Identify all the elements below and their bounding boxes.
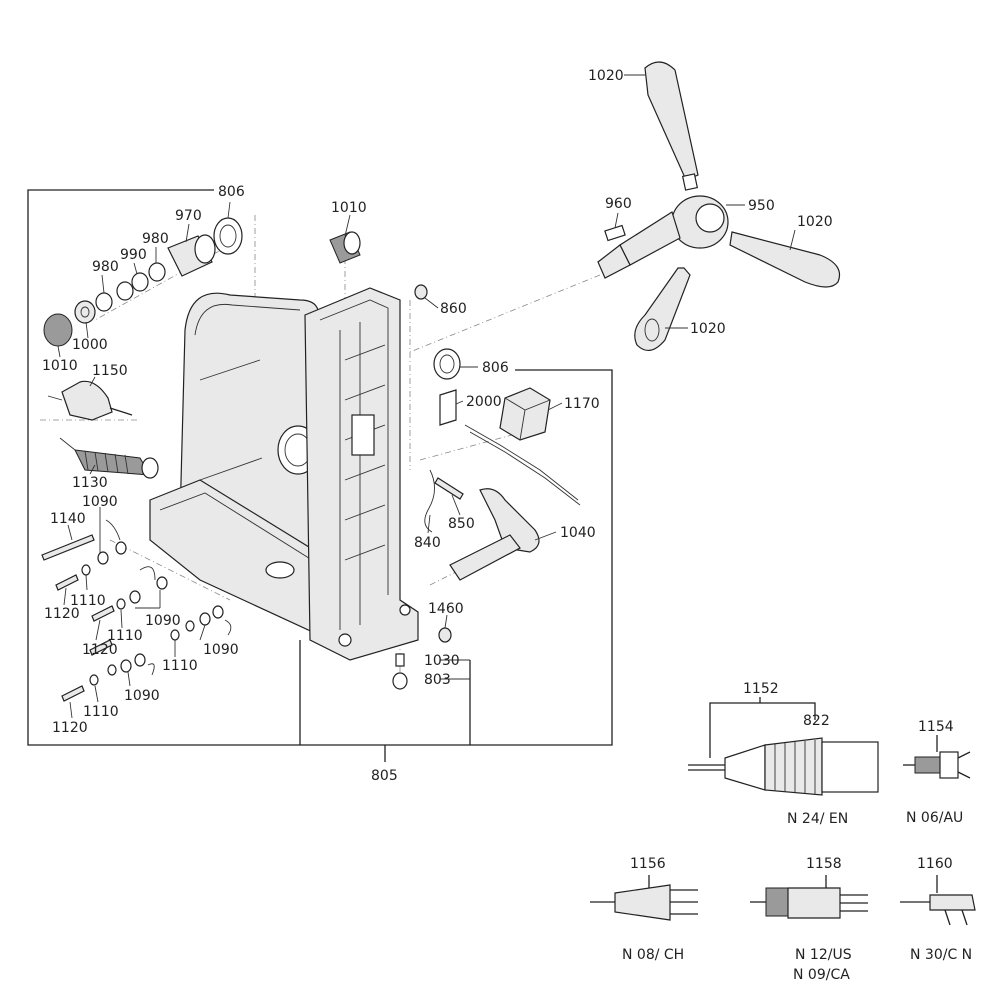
label-1020-right: 1020: [797, 214, 833, 230]
cable-1152: [688, 697, 879, 796]
caption-en: N 24/ EN: [787, 811, 848, 827]
label-1120-b: 1120: [82, 642, 118, 658]
handle-1020-top: [644, 61, 699, 191]
caption-ca: N 09/CA: [793, 967, 850, 983]
grommet-1010-left: [43, 313, 73, 347]
caption-ch: N 08/ CH: [622, 947, 684, 963]
label-1152: 1152: [743, 681, 779, 697]
label-806-mid: 806: [482, 360, 509, 376]
clamp-lever-1040: [449, 488, 540, 581]
pin-1030: [395, 653, 405, 667]
label-850: 850: [448, 516, 475, 532]
label-1160: 1160: [917, 856, 953, 872]
caption-cn: N 30/C N: [910, 947, 972, 963]
label-1110-c: 1110: [162, 658, 198, 674]
label-1090-d: 1090: [124, 688, 160, 704]
label-1000: 1000: [72, 337, 108, 353]
label-1120-a: 1120: [44, 606, 80, 622]
bracket-805: [27, 189, 613, 762]
nut-1000: [74, 300, 96, 324]
label-1140: 1140: [50, 511, 86, 527]
grommet-1010-top: [329, 231, 361, 264]
ring-806-mid: [433, 348, 461, 380]
leader-lines: [57, 74, 796, 719]
label-1090-c: 1090: [203, 642, 239, 658]
label-1030: 1030: [424, 653, 460, 669]
label-1130: 1130: [72, 475, 108, 491]
label-1120-c: 1120: [52, 720, 88, 736]
label-1090-b: 1090: [145, 613, 181, 629]
label-1158: 1158: [806, 856, 842, 872]
caption-au: N 06/AU: [906, 810, 963, 826]
hub-950: [597, 195, 729, 279]
label-1090-a: 1090: [82, 494, 118, 510]
plug-1158: [750, 875, 868, 919]
label-990: 990: [120, 247, 147, 263]
plate-2000: [439, 389, 457, 426]
label-950: 950: [748, 198, 775, 214]
label-860: 860: [440, 301, 467, 317]
label-970: 970: [175, 208, 202, 224]
plug-variant-captions: N 24/ EN N 06/AU N 08/ CH N 12/US N 09/C…: [622, 810, 972, 983]
plug-1154: [903, 735, 971, 779]
label-960: 960: [605, 196, 632, 212]
plug-1160: [900, 875, 976, 926]
plug-1150: [47, 380, 133, 421]
bolt-850: [434, 477, 464, 500]
label-1154: 1154: [918, 719, 954, 735]
sleeve-1130: [59, 437, 159, 479]
washers-980-990: [95, 262, 166, 312]
label-805: 805: [371, 768, 398, 784]
label-840: 840: [414, 535, 441, 551]
label-803: 803: [424, 672, 451, 688]
label-1156: 1156: [630, 856, 666, 872]
label-806-top: 806: [218, 184, 245, 200]
label-1020-top: 1020: [588, 68, 624, 84]
label-1110-a: 1110: [70, 593, 106, 609]
label-1010-top: 1010: [331, 200, 367, 216]
handle-1020-bottom: [634, 267, 691, 351]
label-1460: 1460: [428, 601, 464, 617]
label-1110-b: 1110: [107, 628, 143, 644]
caption-us: N 12/US: [795, 947, 852, 963]
label-980-a: 980: [142, 231, 169, 247]
key-960: [604, 224, 626, 242]
label-1010-left: 1010: [42, 358, 78, 374]
label-1170: 1170: [564, 396, 600, 412]
label-1150: 1150: [92, 363, 128, 379]
label-980-b: 980: [92, 259, 119, 275]
bush-970: [167, 234, 216, 277]
cap-803: [392, 672, 408, 690]
plug-1156: [590, 875, 698, 921]
label-1110-d: 1110: [83, 704, 119, 720]
screw-1460: [438, 627, 452, 643]
label-2000: 2000: [466, 394, 502, 410]
ring-806-top: [213, 217, 243, 255]
part-labels: 1020 960 950 1020 1020 806 970 980 990 9…: [42, 68, 954, 872]
spring-840: [424, 469, 435, 533]
label-822: 822: [803, 713, 830, 729]
fasteners-lower-left: [41, 519, 232, 702]
label-1020-bottom: 1020: [690, 321, 726, 337]
main-housing: [149, 287, 419, 661]
screw-860: [414, 284, 428, 300]
label-1040: 1040: [560, 525, 596, 541]
switch-1170: [464, 387, 581, 506]
handle-1020-right: [729, 231, 841, 288]
